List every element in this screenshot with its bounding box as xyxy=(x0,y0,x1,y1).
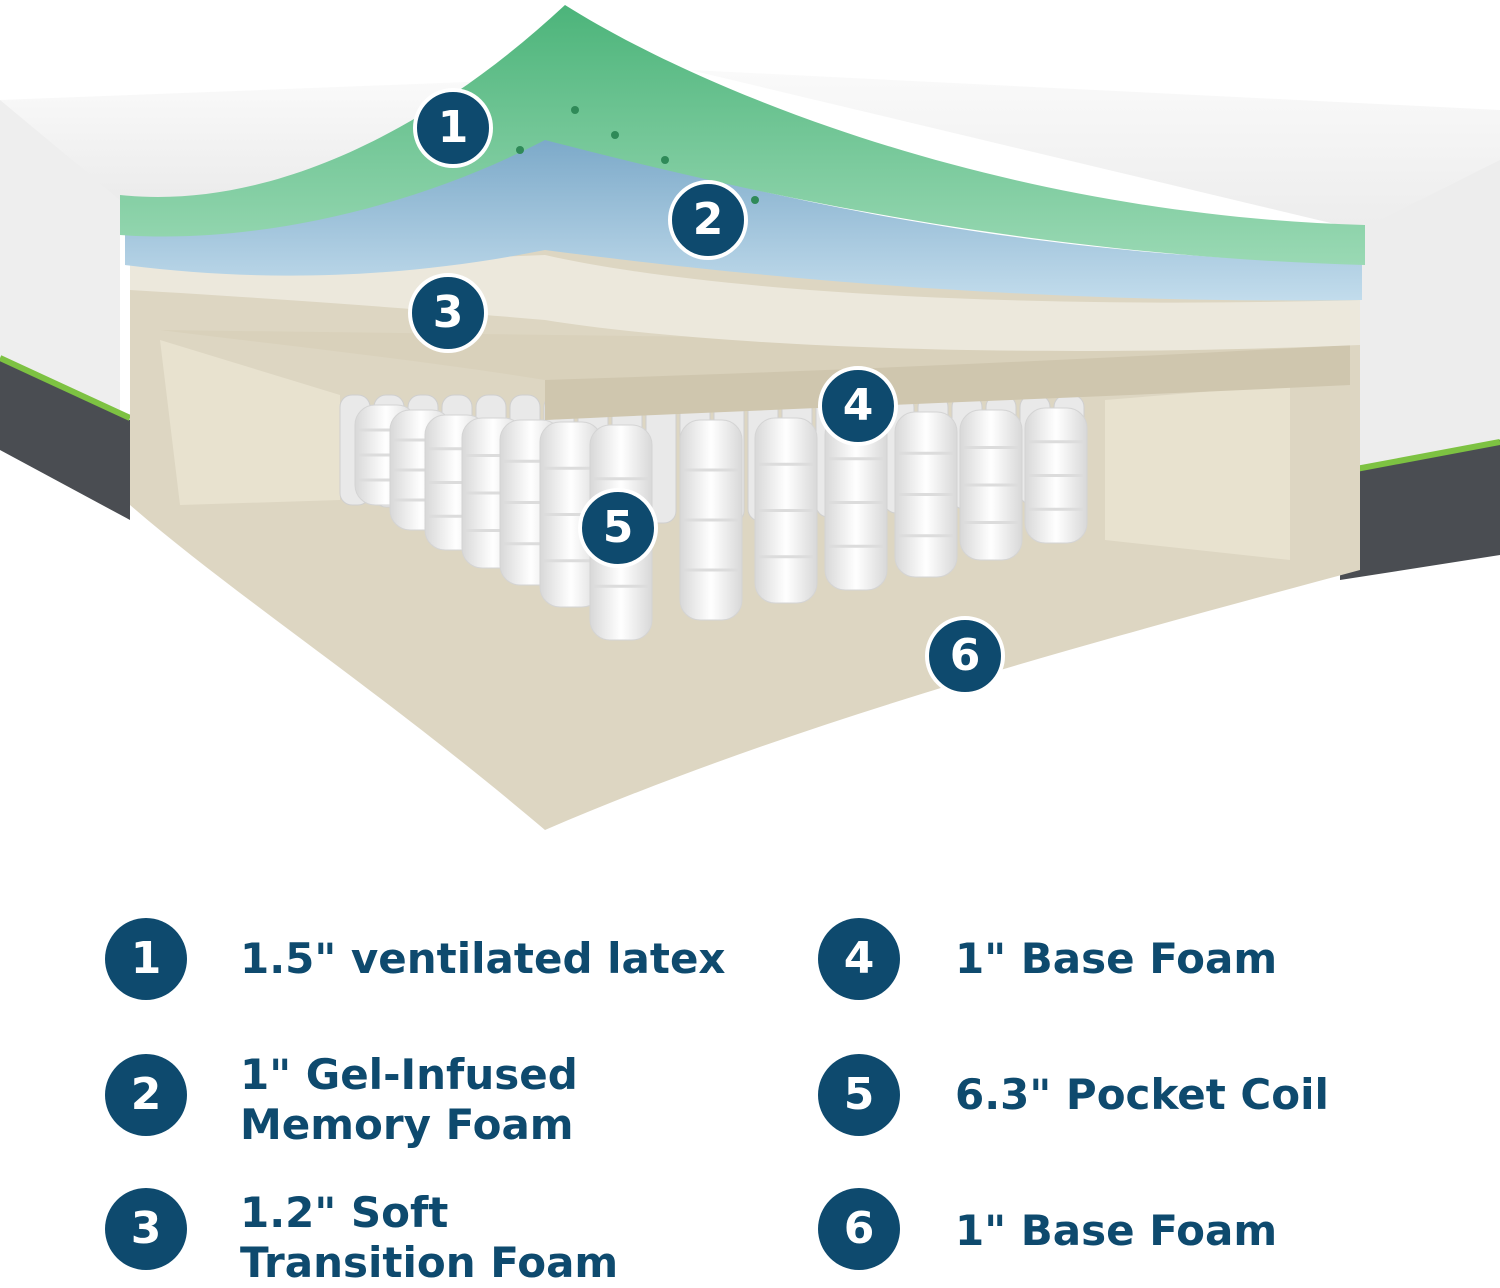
legend-label-1: 1.5" ventilated latex xyxy=(240,934,726,984)
callout-2: 2 xyxy=(668,180,748,260)
legend-label-4: 1" Base Foam xyxy=(955,934,1277,984)
callout-1: 1 xyxy=(413,88,493,168)
legend-label-4-line-1: 1" Base Foam xyxy=(955,934,1278,983)
legend-badge-6: 6 xyxy=(818,1188,900,1270)
legend-label-5: 6.3" Pocket Coil xyxy=(955,1070,1329,1120)
legend-label-3: 1.2" Soft Transition Foam xyxy=(240,1188,618,1288)
legend-label-2-line-1: 1" Gel-Infused xyxy=(240,1050,578,1099)
legend-label-5-line-1: 6.3" Pocket Coil xyxy=(955,1070,1329,1119)
mattress-border xyxy=(0,355,1500,580)
callout-3: 3 xyxy=(408,273,488,353)
mattress-cutaway-illustration xyxy=(0,5,1500,830)
legend-label-3-line-2: Transition Foam xyxy=(240,1238,619,1287)
layer-4-base-foam xyxy=(160,330,1350,420)
legend-badge-4: 4 xyxy=(818,918,900,1000)
legend-label-3-line-1: 1.2" Soft xyxy=(240,1188,449,1237)
legend-label-2-line-2: Memory Foam xyxy=(240,1100,574,1149)
legend-label-6-line-1: 1" Base Foam xyxy=(955,1206,1278,1255)
layer-1-latex xyxy=(120,5,1365,265)
legend-badge-1: 1 xyxy=(105,918,187,1000)
callout-4: 4 xyxy=(818,366,898,446)
legend-label-1-line-1: 1.5" ventilated latex xyxy=(240,934,726,983)
legend-label-2: 1" Gel-Infused Memory Foam xyxy=(240,1050,578,1150)
callout-6: 6 xyxy=(925,616,1005,696)
legend-badge-3: 3 xyxy=(105,1188,187,1270)
layer-5-pocket-coils xyxy=(339,394,1088,641)
legend-label-6: 1" Base Foam xyxy=(955,1206,1277,1256)
legend-badge-2: 2 xyxy=(105,1054,187,1136)
callout-5: 5 xyxy=(578,488,658,568)
legend-badge-5: 5 xyxy=(818,1054,900,1136)
